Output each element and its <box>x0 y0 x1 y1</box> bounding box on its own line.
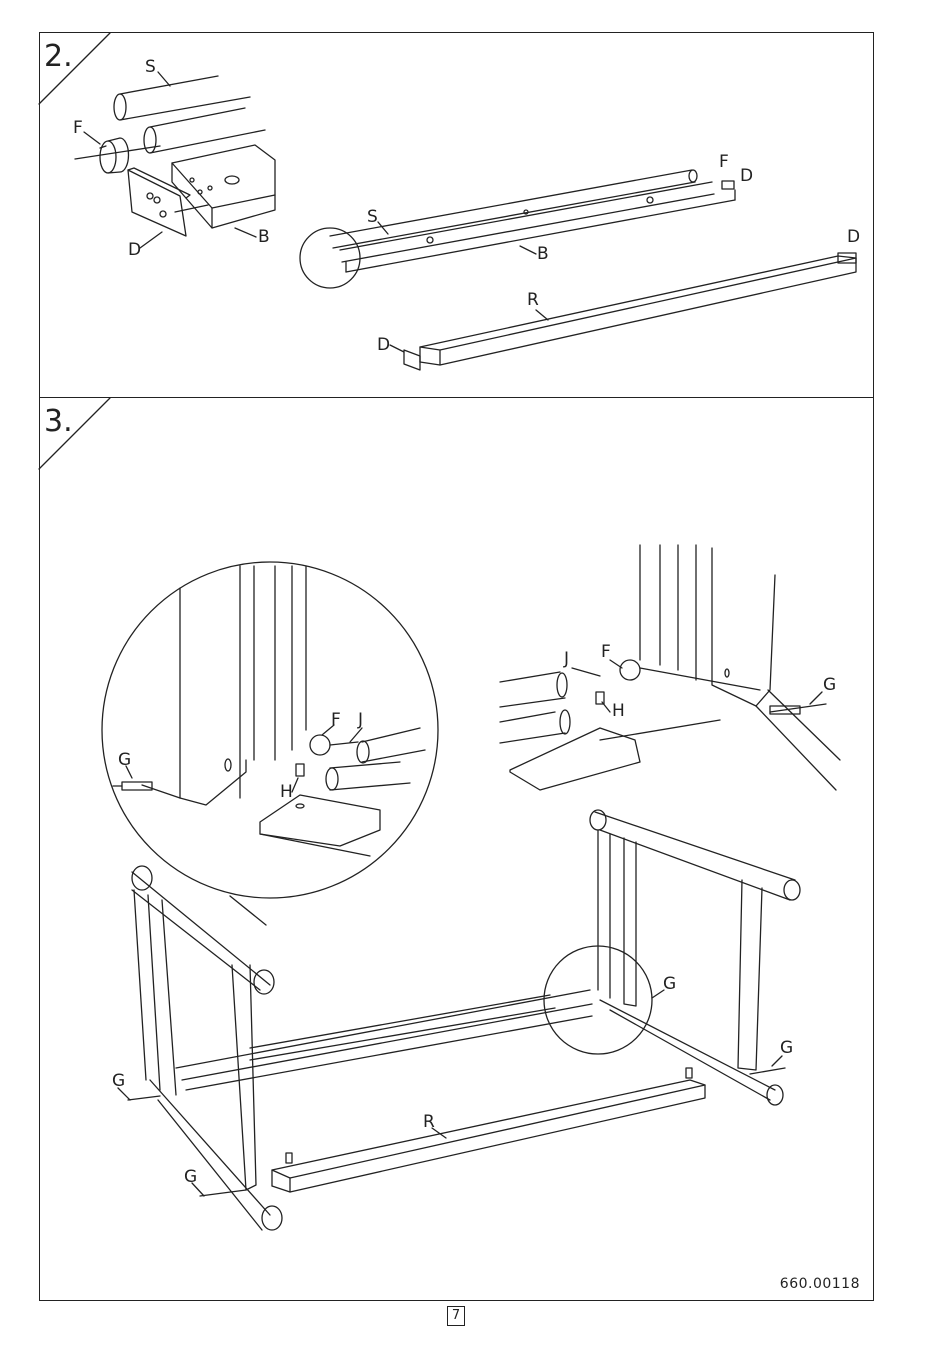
label-g4: G <box>780 1038 793 1058</box>
step-3-badge: 3. <box>39 398 110 469</box>
desk-frame <box>128 810 800 1230</box>
plate-d-detail <box>128 168 208 236</box>
label-s2: S <box>367 207 378 227</box>
assembled-beam <box>300 170 735 288</box>
label-h2: H <box>612 701 625 721</box>
step-2-badge: 2. <box>39 33 110 104</box>
board-b-detail <box>172 145 275 228</box>
label-d4: D <box>377 335 390 355</box>
label-g3: G <box>663 974 676 994</box>
tube-s-detail <box>114 76 265 153</box>
label-d3: D <box>847 227 860 247</box>
label-r: R <box>527 290 539 310</box>
document-code: 660.00118 <box>780 1276 860 1292</box>
label-g6: G <box>184 1167 197 1187</box>
label-g: G <box>118 750 131 770</box>
label-j2: J <box>563 649 569 669</box>
label-d: D <box>128 240 141 260</box>
label-d2: D <box>740 166 753 186</box>
label-f4: F <box>601 642 611 662</box>
label-j: J <box>357 710 363 730</box>
cam-f-detail <box>75 138 160 173</box>
label-f2: F <box>719 152 729 172</box>
step-2-number: 2. <box>44 39 73 74</box>
board-r <box>404 253 856 370</box>
label-g2: G <box>823 675 836 695</box>
label-s: S <box>145 57 156 77</box>
inset-detail <box>500 545 840 790</box>
label-b: B <box>258 227 270 247</box>
zoom-leader <box>230 896 266 925</box>
step-3-number: 3. <box>44 404 73 439</box>
zoom-detail <box>102 562 438 898</box>
label-h: H <box>280 782 293 802</box>
page-number: 7 <box>447 1306 465 1326</box>
label-b2: B <box>537 244 549 264</box>
label-f: F <box>73 118 83 138</box>
